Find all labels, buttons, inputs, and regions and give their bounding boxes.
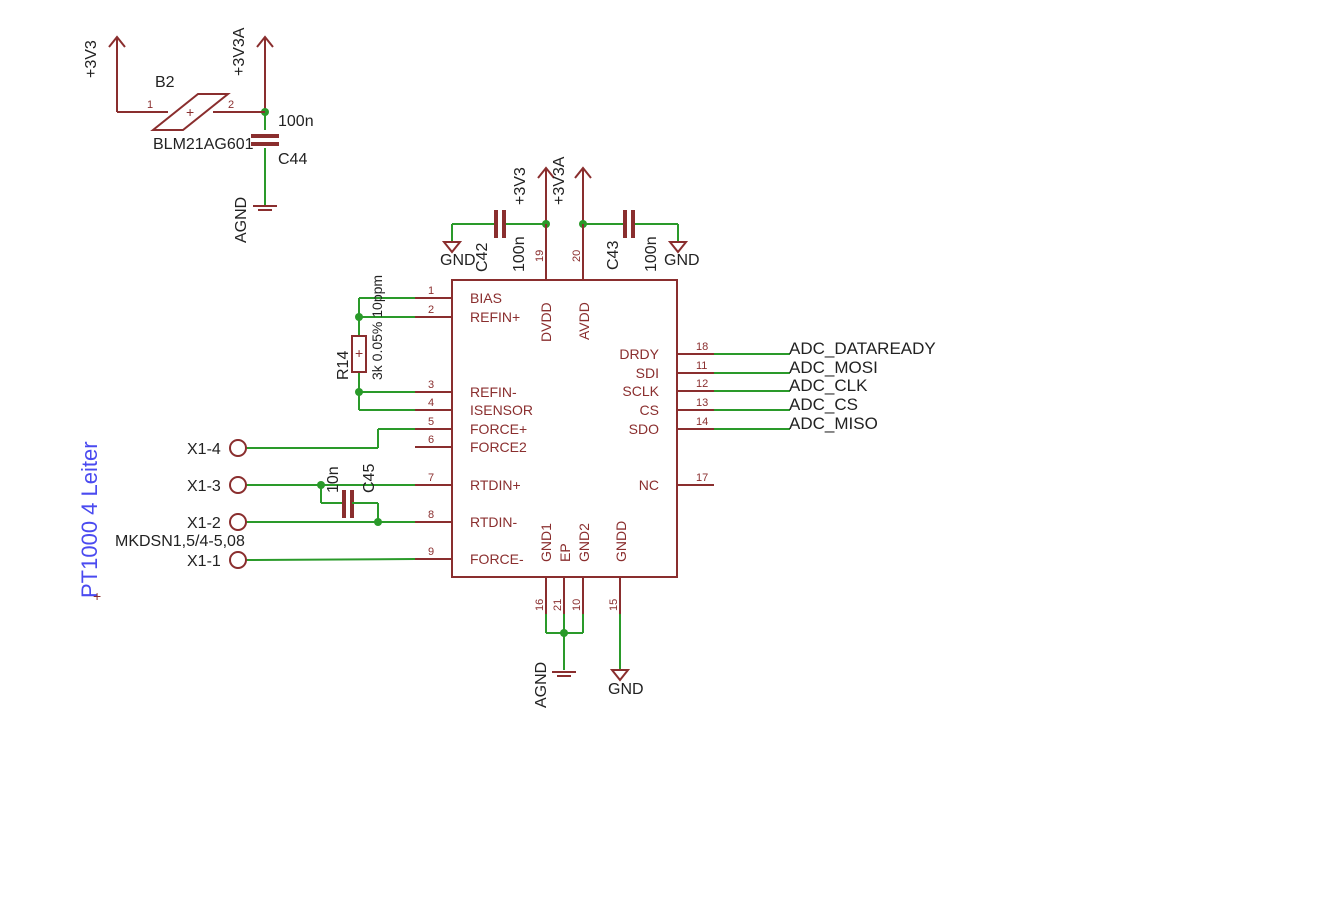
pin-gnd2-name: GND2 — [576, 523, 592, 562]
pin-sdi-name: SDI — [636, 365, 659, 381]
terminal-x1-3 — [229, 476, 247, 494]
connector-terminals — [229, 439, 247, 569]
pin-refin-minus-name: REFIN- — [470, 384, 517, 400]
c44-value: 100n — [278, 113, 314, 130]
pin-13-number: 13 — [696, 397, 708, 409]
pin-1-number: 1 — [428, 285, 434, 297]
agnd-label-top: AGND — [233, 197, 250, 243]
pin-12-number: 12 — [696, 378, 708, 390]
pin-bias-name: BIAS — [470, 290, 502, 306]
pin-gnd1-name: GND1 — [538, 523, 554, 562]
connector-part: MKDSN1,5/4-5,08 — [115, 533, 245, 550]
terminal-x1-3-label: X1-3 — [187, 478, 221, 495]
adc-ic: DVDD AVDD 1 2 3 4 5 6 7 8 9 BIAS REFIN+ … — [415, 279, 714, 578]
pin-dvdd-name: DVDD — [538, 302, 554, 342]
pin-sclk-name: SCLK — [622, 383, 659, 399]
pin-gndd-name: GNDD — [613, 521, 629, 562]
c43-name: C43 — [605, 241, 622, 270]
pin-force-minus-name: FORCE- — [470, 551, 524, 567]
agnd-label-bottom: AGND — [533, 662, 550, 708]
pin-cs-name: CS — [640, 402, 659, 418]
net-adc-mosi: ADC_MOSI — [789, 358, 878, 377]
c42-value: 100n — [511, 236, 528, 272]
supply-filter-block: +3V3 +3V3A + B2 1 2 BLM21AG601 100n C4 — [83, 27, 314, 243]
svg-text:+: + — [355, 345, 363, 361]
pin-7-number: 7 — [428, 472, 434, 484]
pin-20-number: 20 — [571, 250, 583, 262]
terminal-x1-4 — [229, 439, 247, 457]
supply-3v3a-symbol — [256, 35, 274, 112]
right-pin-lines — [677, 353, 714, 486]
pin-2-number: 2 — [428, 304, 434, 316]
pin-9-number: 9 — [428, 546, 434, 558]
frame-label-pt1000: PT1000 4 Leiter — [77, 441, 102, 598]
dvdd-supply-label: +3V3 — [512, 167, 529, 205]
ref-resistor-r14: + — [351, 297, 415, 411]
c42-name: C42 — [474, 243, 491, 272]
pin-16-number: 16 — [534, 599, 546, 611]
ferrite-value: BLM21AG601 — [153, 136, 254, 153]
pin-5-number: 5 — [428, 416, 434, 428]
avdd-supply-label: +3V3A — [551, 156, 568, 205]
net-adc-dataready: ADC_DATAREADY — [789, 339, 936, 358]
pin-force2-name: FORCE2 — [470, 439, 527, 455]
rtd-input-wiring — [245, 428, 416, 561]
pin-nc-name: NC — [639, 477, 659, 493]
agnd-symbol-top — [253, 205, 277, 211]
pin-rtdin-plus-name: RTDIN+ — [470, 477, 521, 493]
terminal-x1-4-label: X1-4 — [187, 441, 221, 458]
c42-ground-label: GND — [440, 252, 476, 269]
c43-value: 100n — [643, 236, 660, 272]
ferrite-b2: + — [117, 93, 265, 131]
pin-18-number: 18 — [696, 341, 708, 353]
pin-refin-plus-name: REFIN+ — [470, 309, 520, 325]
bottom-ground-block — [545, 577, 631, 682]
c43-ground-label: GND — [664, 252, 700, 269]
pin-3-number: 3 — [428, 379, 434, 391]
terminal-x1-2-label: X1-2 — [187, 515, 221, 532]
pin-21-number: 21 — [552, 599, 564, 611]
digital-nets: ADC_DATAREADY ADC_MOSI ADC_CLK ADC_CS AD… — [714, 339, 936, 433]
svg-text:+: + — [186, 104, 194, 120]
svg-text:+: + — [93, 588, 101, 604]
gnd-label-bottom: GND — [608, 681, 644, 698]
pin-ep-name: EP — [557, 543, 573, 562]
ic-supply-block: +3V3 +3V3A GND C42 100n GND C43 100n 19 … — [440, 156, 700, 280]
c44-name: C44 — [278, 151, 307, 168]
pin-14-number: 14 — [696, 416, 708, 428]
supply-3v3a-label: +3V3A — [231, 27, 248, 76]
terminal-x1-1 — [229, 551, 247, 569]
r14-value: 3k 0.05% 10ppm — [369, 275, 385, 380]
pin-4-number: 4 — [428, 397, 434, 409]
ferrite-name: B2 — [155, 74, 175, 91]
pin-isensor-name: ISENSOR — [470, 402, 533, 418]
terminal-x1-1-label: X1-1 — [187, 553, 221, 570]
supply-3v3-label: +3V3 — [83, 40, 100, 78]
pin-8-number: 8 — [428, 509, 434, 521]
pin-drdy-name: DRDY — [619, 346, 659, 362]
pin-sdo-name: SDO — [629, 421, 659, 437]
pin-avdd-name: AVDD — [576, 302, 592, 340]
terminal-x1-2 — [229, 513, 247, 531]
c45-value: 10n — [325, 466, 342, 493]
capacitor-c44 — [251, 134, 279, 146]
ferrite-pin1: 1 — [147, 99, 153, 111]
pin-10-number: 10 — [571, 599, 583, 611]
pin-17-number: 17 — [696, 472, 708, 484]
net-adc-cs: ADC_CS — [789, 395, 858, 414]
pin-15-number: 15 — [608, 599, 620, 611]
pin-19-number: 19 — [534, 250, 546, 262]
pin-6-number: 6 — [428, 434, 434, 446]
ferrite-pin2: 2 — [228, 99, 234, 111]
r14-name: R14 — [335, 351, 352, 380]
net-adc-clk: ADC_CLK — [789, 376, 868, 395]
left-pin-lines — [415, 297, 452, 560]
supply-3v3-symbol — [108, 35, 126, 112]
pin-force-plus-name: FORCE+ — [470, 421, 527, 437]
pin-11-number: 11 — [696, 360, 707, 372]
pin-rtdin-minus-name: RTDIN- — [470, 514, 518, 530]
c45-name: C45 — [361, 464, 378, 493]
net-adc-miso: ADC_MISO — [789, 414, 878, 433]
